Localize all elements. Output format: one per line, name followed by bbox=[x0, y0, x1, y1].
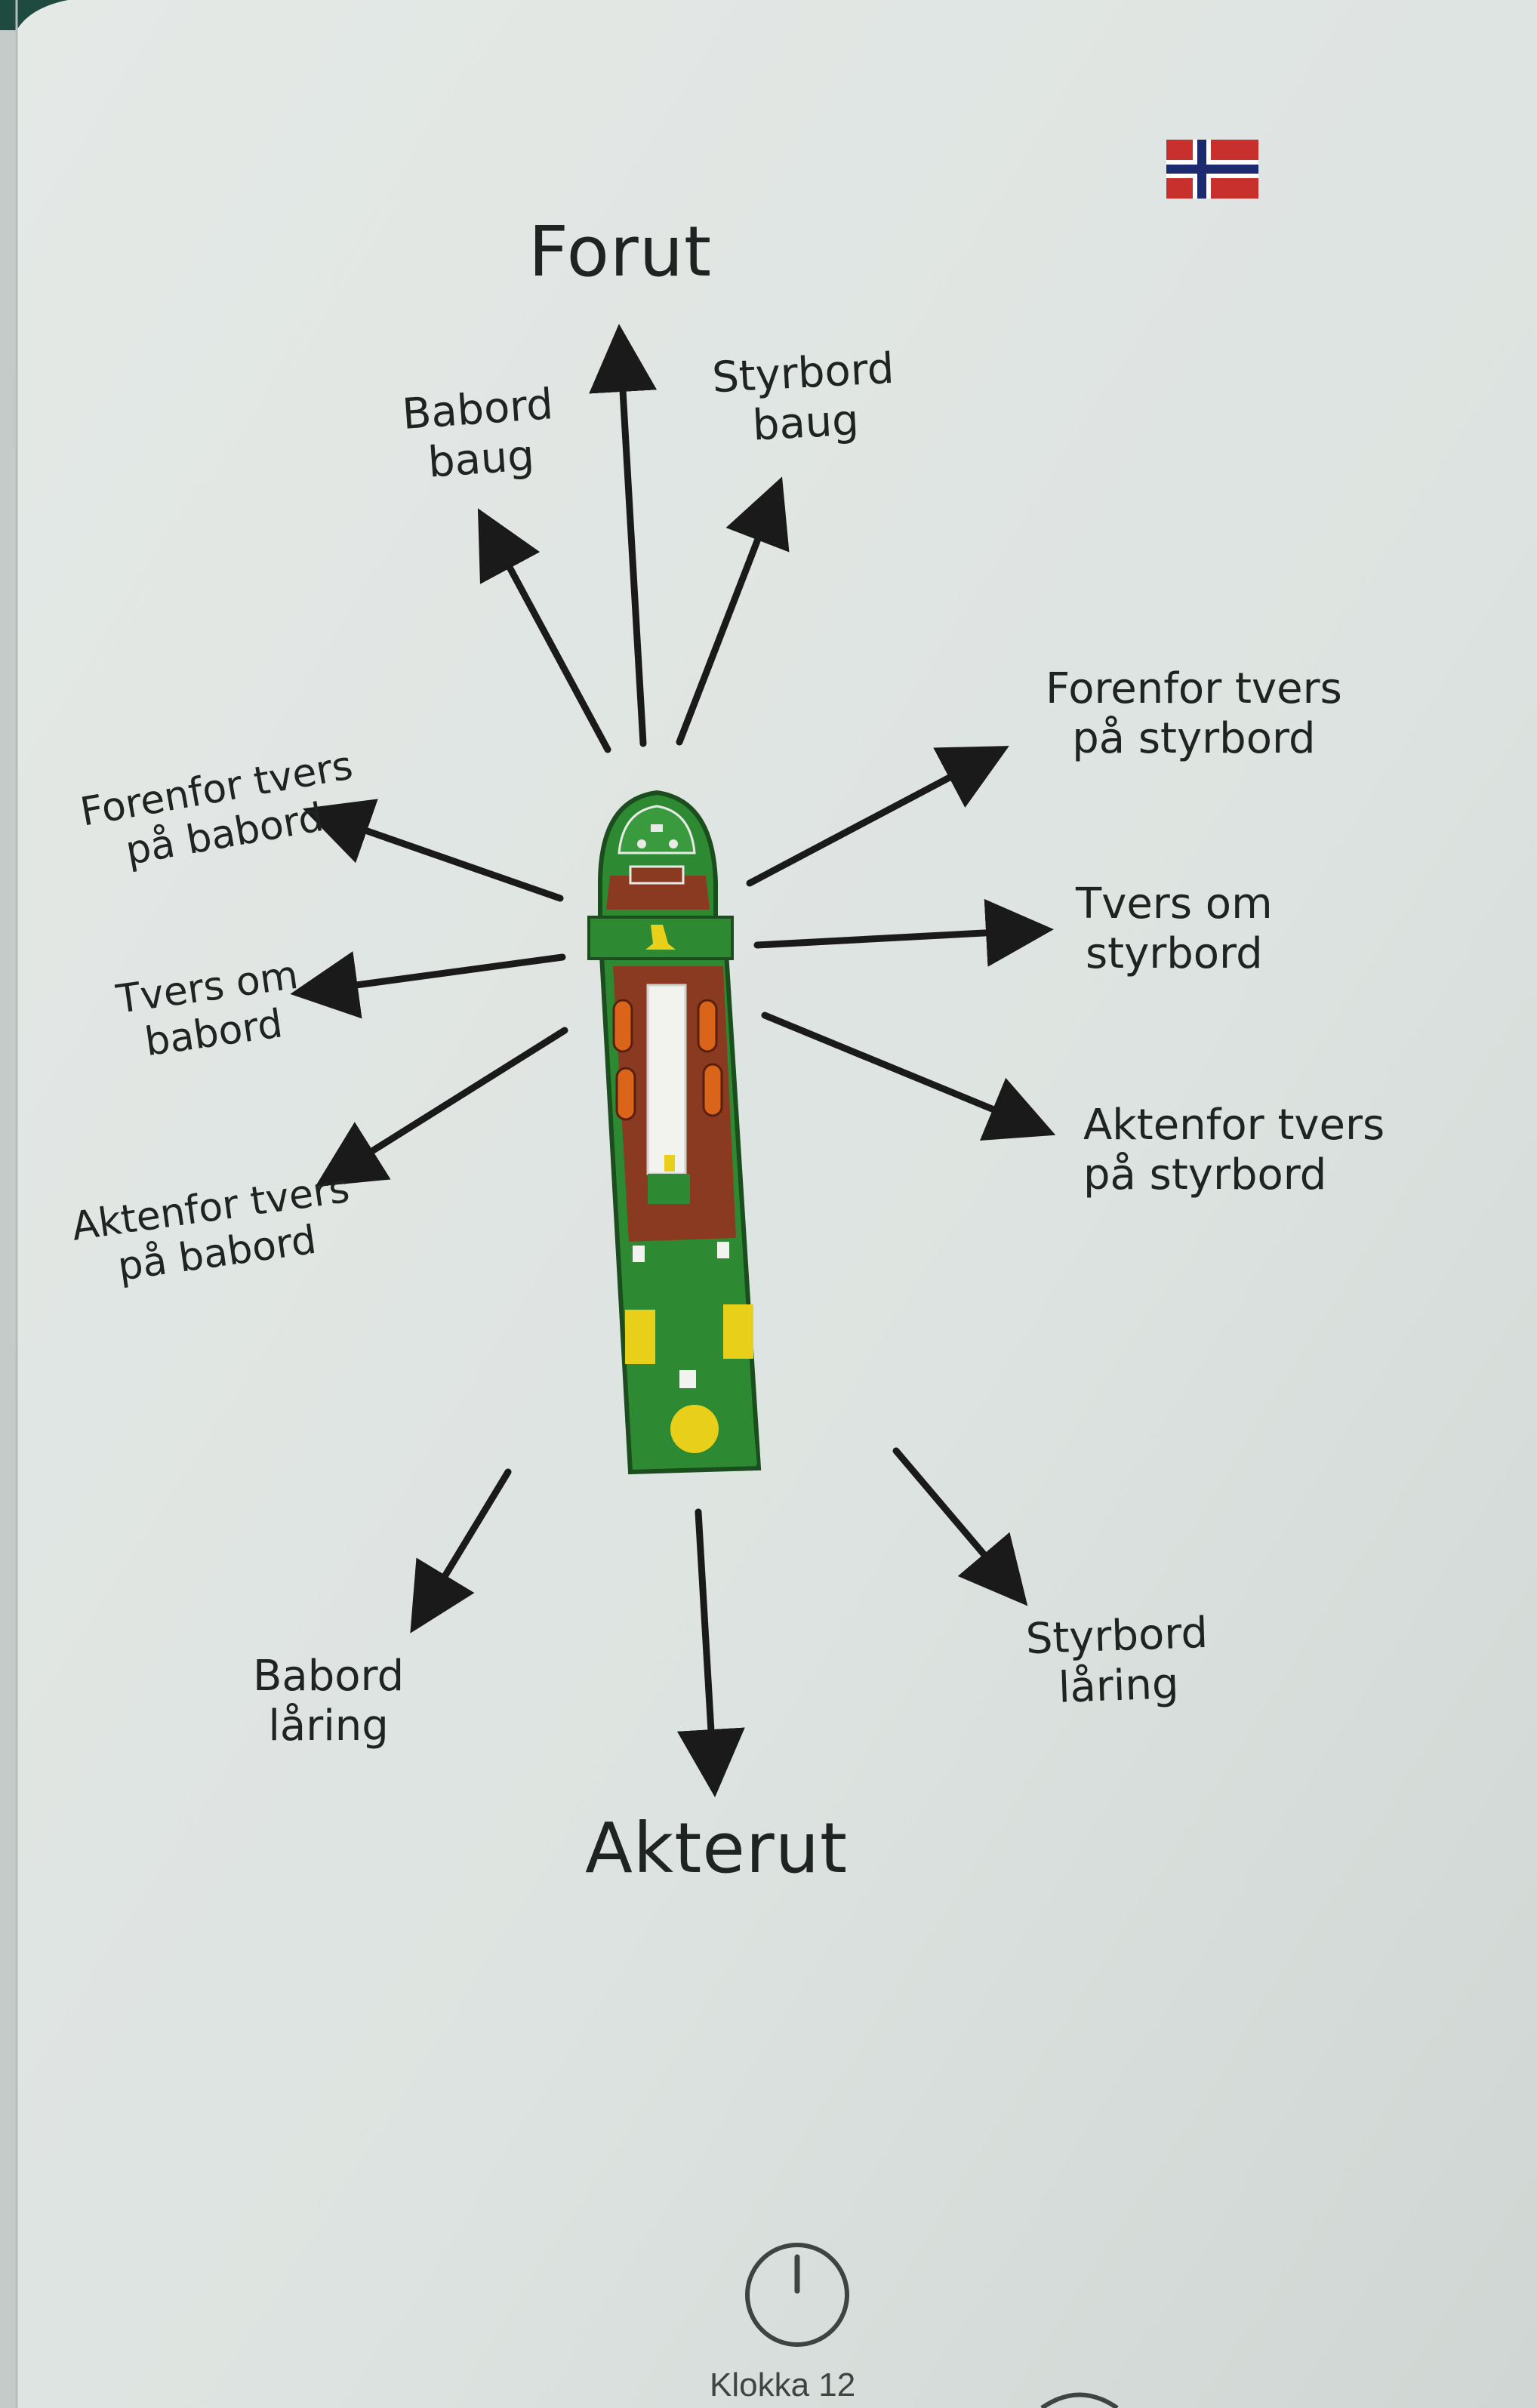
arrow-styrbord-baug bbox=[676, 476, 790, 746]
arrow-forenfor-tvers-styrbord bbox=[746, 746, 1009, 887]
arrow-aktenfor-tvers-styrbord bbox=[761, 1012, 1056, 1141]
label-babord-laring-line1: Babord bbox=[253, 1652, 405, 1701]
label-akterut: Akterut bbox=[585, 1808, 849, 1889]
label-babord-laring-line2: låring bbox=[268, 1701, 389, 1751]
label-aktenfor-tvers-styrbord-line2: på styrbord bbox=[1083, 1150, 1327, 1200]
arrow-forenfor-tvers-babord bbox=[303, 799, 564, 902]
label-forenfor-tvers-styrbord-line1: Forenfor tvers bbox=[1046, 664, 1342, 713]
arrow-forut bbox=[589, 324, 658, 747]
arrow-akterut bbox=[676, 1508, 745, 1797]
label-styrbord-baug-line2: baug bbox=[751, 396, 861, 451]
clock-label: Klokka 12 bbox=[710, 2366, 856, 2403]
label-styrbord-laring-line1: Styrbord bbox=[1024, 1608, 1209, 1664]
label-forenfor-tvers-styrbord-line2: på styrbord bbox=[1072, 714, 1316, 764]
arrow-styrbord-laring bbox=[892, 1447, 1028, 1606]
label-styrbord-laring-line2: låring bbox=[1057, 1659, 1180, 1713]
label-aktenfor-tvers-styrbord: Aktenfor tvers på styrbord bbox=[1083, 1101, 1385, 1200]
arrow-tvers-om-babord bbox=[290, 951, 566, 1019]
label-babord-baug-line2: baug bbox=[426, 431, 536, 488]
label-styrbord-laring: Styrbord låring bbox=[1025, 1609, 1211, 1714]
label-tvers-om-styrbord-line2: styrbord bbox=[1085, 929, 1263, 979]
ship-top-view-icon bbox=[587, 790, 762, 1475]
label-babord-laring: Babord låring bbox=[253, 1652, 404, 1751]
label-babord-baug: Babord baug bbox=[401, 380, 559, 490]
label-forenfor-tvers-styrbord: Forenfor tvers på styrbord bbox=[1046, 664, 1342, 764]
norway-flag-icon bbox=[1166, 140, 1258, 199]
label-tvers-om-styrbord: Tvers om styrbord bbox=[1076, 879, 1273, 979]
clock-icon bbox=[745, 2243, 849, 2347]
arrow-aktenfor-tvers-babord bbox=[315, 1027, 568, 1187]
label-forut: Forut bbox=[528, 211, 713, 292]
arrow-babord-laring bbox=[410, 1468, 512, 1634]
arrow-tvers-om-styrbord bbox=[753, 898, 1054, 967]
label-tvers-om-styrbord-line1: Tvers om bbox=[1076, 879, 1273, 928]
next-clock-icon bbox=[1040, 2392, 1119, 2408]
label-styrbord-baug: Styrbord baug bbox=[711, 344, 898, 454]
label-aktenfor-tvers-styrbord-line1: Aktenfor tvers bbox=[1083, 1101, 1385, 1150]
label-styrbord-baug-line1: Styrbord bbox=[710, 343, 895, 403]
arrow-babord-baug bbox=[477, 508, 611, 753]
